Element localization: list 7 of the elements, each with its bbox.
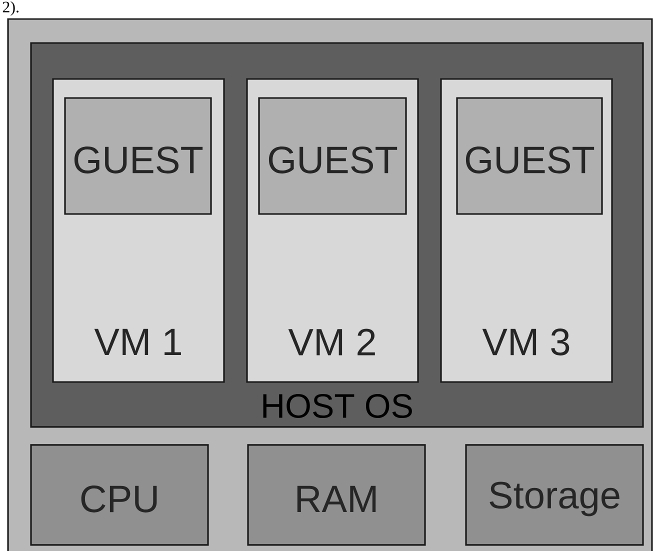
hardware-box: RAM bbox=[247, 444, 426, 546]
figure-number-label: 2). bbox=[2, 1, 18, 16]
guest-box: GUEST bbox=[64, 97, 212, 215]
hardware-box: Storage bbox=[465, 444, 644, 546]
hardware-box: CPU bbox=[30, 444, 209, 546]
guest-box: GUEST bbox=[456, 97, 603, 215]
guest-box: GUEST bbox=[258, 97, 407, 215]
